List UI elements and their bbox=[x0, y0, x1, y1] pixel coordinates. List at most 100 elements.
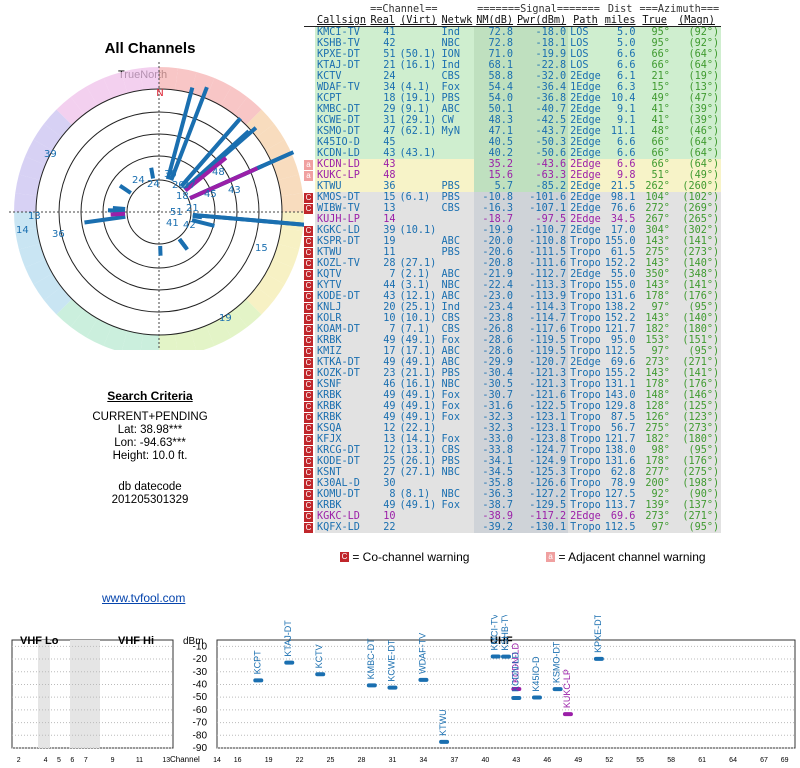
distance-cell: 11.1 bbox=[610, 126, 636, 137]
warning-cell: C bbox=[304, 357, 315, 368]
virtual-channel-cell bbox=[397, 170, 439, 181]
power-cell: -114.7 bbox=[515, 313, 569, 324]
group-azimuth: ===Azimuth=== bbox=[639, 4, 720, 15]
real-channel-cell: 12 bbox=[383, 423, 396, 434]
callsign-cell: KSQA bbox=[317, 423, 342, 434]
virtual-channel-cell bbox=[397, 478, 439, 489]
station-marker bbox=[511, 695, 522, 700]
path-cell: Tropo bbox=[570, 445, 601, 456]
path-cell: Tropo bbox=[570, 302, 601, 313]
uhf-x-tick: 14 bbox=[213, 757, 221, 764]
polar-rainbow-segment bbox=[33, 273, 62, 301]
azimuth-magn-cell: (140°) bbox=[682, 313, 720, 324]
warning-legend: C = Co-channel warning a = Adjacent chan… bbox=[340, 549, 706, 564]
polar-channel-label: 41 bbox=[166, 218, 179, 229]
distance-cell: 152.2 bbox=[604, 313, 636, 324]
warning-cell bbox=[304, 115, 315, 126]
network-cell: PBS bbox=[441, 93, 460, 104]
nm-cell: -34.1 bbox=[474, 456, 516, 467]
co-channel-badge: C bbox=[304, 380, 313, 390]
network-cell: Fox bbox=[441, 434, 460, 445]
path-cell: Tropo bbox=[570, 346, 601, 357]
polar-rainbow-segment bbox=[43, 286, 73, 315]
nm-cell: 40.2 bbox=[474, 148, 516, 159]
power-cell: -121.3 bbox=[515, 379, 569, 390]
group-dist: Dist bbox=[607, 4, 633, 15]
distance-cell: 95.0 bbox=[610, 335, 636, 346]
callsign-cell: KTAJ-DT bbox=[317, 60, 360, 71]
real-channel-cell: 23 bbox=[383, 368, 396, 379]
col-real: Real bbox=[368, 15, 398, 27]
warning-cell: C bbox=[304, 346, 315, 357]
azimuth-magn-cell: (95°) bbox=[688, 522, 720, 533]
co-channel-badge: C bbox=[304, 369, 313, 379]
network-cell: ION bbox=[441, 49, 460, 60]
distance-cell: 61.5 bbox=[610, 247, 636, 258]
callsign-cell: K30AL-D bbox=[317, 478, 360, 489]
nm-cell: -23.4 bbox=[474, 302, 516, 313]
azimuth-magn-cell: (348°) bbox=[682, 269, 720, 280]
warning-cell: C bbox=[304, 203, 315, 214]
polar-spoke bbox=[182, 129, 251, 191]
tvfool-link[interactable]: www.tvfool.com bbox=[102, 591, 186, 605]
network-cell bbox=[440, 170, 475, 181]
polar-rainbow-segment bbox=[103, 71, 128, 99]
co-channel-badge: C bbox=[304, 424, 313, 434]
nm-cell: 72.8 bbox=[474, 38, 516, 49]
path-cell: 2Edge bbox=[570, 170, 601, 181]
network-cell: Fox bbox=[441, 335, 460, 346]
real-channel-cell: 19 bbox=[383, 236, 396, 247]
uhf-x-tick: 61 bbox=[698, 757, 706, 764]
virtual-channel-cell: (2.1) bbox=[399, 269, 431, 280]
azimuth-true-cell: 66° bbox=[651, 49, 670, 60]
polar-rings bbox=[9, 62, 309, 350]
polar-channel-label: 20 bbox=[172, 180, 185, 191]
station-marker bbox=[284, 660, 295, 665]
co-channel-badge: C bbox=[304, 226, 313, 236]
polar-channel-label: 51 bbox=[170, 207, 183, 218]
virtual-channel-cell: (49.1) bbox=[399, 412, 437, 423]
virtual-channel-cell: (10.1) bbox=[399, 225, 437, 236]
path-cell: 2Edge bbox=[570, 269, 601, 280]
power-cell: -43.6 bbox=[515, 159, 569, 170]
polar-spoke bbox=[118, 183, 132, 195]
polar-rainbow-segment bbox=[175, 330, 196, 350]
station-label: KCPT bbox=[252, 650, 262, 675]
path-cell: Tropo bbox=[570, 456, 601, 467]
network-cell: CBS bbox=[441, 445, 460, 456]
station-label: KSHB-TV bbox=[500, 615, 510, 651]
polar-rainbow-segment bbox=[256, 273, 285, 301]
station-label: K45IO-D bbox=[531, 656, 541, 692]
co-channel-legend-text: = Co-channel warning bbox=[352, 549, 470, 564]
power-cell: -111.5 bbox=[515, 247, 569, 258]
azimuth-magn-cell: (140°) bbox=[682, 258, 720, 269]
callsign-cell: KUKC-LP bbox=[317, 170, 360, 181]
warning-cell: C bbox=[304, 467, 315, 478]
polar-spoke bbox=[179, 118, 241, 188]
polar-spoke bbox=[191, 218, 215, 228]
power-cell: -50.6 bbox=[515, 148, 569, 159]
virtual-channel-cell: (17.1) bbox=[399, 346, 437, 357]
path-cell: Tropo bbox=[570, 247, 601, 258]
uhf-x-tick: 25 bbox=[327, 757, 335, 764]
vhf-gap-band bbox=[70, 640, 100, 748]
polar-rainbow-segment bbox=[86, 318, 112, 346]
path-cell: Tropo bbox=[570, 522, 601, 533]
network-cell bbox=[440, 478, 475, 489]
warning-cell bbox=[304, 71, 315, 82]
warning-cell: C bbox=[304, 390, 315, 401]
azimuth-true-cell: 273° bbox=[645, 511, 670, 522]
col-callsign: Callsign bbox=[315, 15, 369, 27]
distance-cell: 129.8 bbox=[604, 401, 636, 412]
station-marker bbox=[253, 678, 264, 683]
azimuth-magn-cell: (269°) bbox=[682, 203, 720, 214]
polar-spoke bbox=[84, 214, 126, 225]
nm-cell: -23.0 bbox=[474, 291, 516, 302]
